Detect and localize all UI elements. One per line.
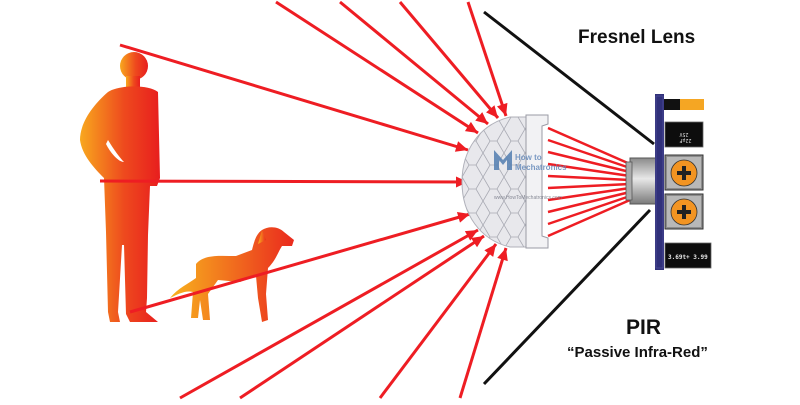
inner-beam-8 bbox=[547, 190, 631, 214]
pir-sensor-board: 22µF 25V 3.69t+ 3.99 bbox=[625, 94, 712, 270]
watermark-line2: Mechatronics bbox=[515, 163, 567, 172]
inner-beam-3 bbox=[547, 150, 631, 174]
watermark-url: www.HowToMechatronics.com bbox=[494, 195, 562, 201]
human-silhouette bbox=[80, 52, 160, 322]
ray-arrowhead-2 bbox=[464, 121, 478, 133]
pir-title: PIR bbox=[626, 316, 662, 339]
ray-arrowhead-7 bbox=[456, 212, 470, 223]
ray-arrowhead-10 bbox=[484, 244, 496, 257]
inner-beam-10 bbox=[547, 198, 631, 238]
ray-3 bbox=[339, 0, 489, 126]
infrared-rays bbox=[99, 0, 508, 400]
ray-7 bbox=[129, 212, 471, 314]
lens-guide-lines bbox=[482, 10, 655, 386]
watermark: How to Mechatronics www.HowToMechatronic… bbox=[494, 150, 567, 201]
capacitor-top bbox=[664, 121, 704, 148]
sensor-can bbox=[629, 157, 657, 205]
ray-arrowhead-4 bbox=[486, 105, 498, 118]
ray-1 bbox=[119, 43, 469, 152]
inner-beam-9 bbox=[547, 194, 631, 226]
potentiometer-1 bbox=[664, 154, 704, 191]
ray-6 bbox=[99, 179, 469, 184]
ray-9 bbox=[239, 234, 485, 400]
ray-arrowhead-1 bbox=[454, 141, 468, 152]
dog-silhouette bbox=[170, 227, 294, 322]
ray-8 bbox=[179, 228, 479, 400]
inner-beam-7 bbox=[547, 186, 631, 202]
potentiometer-2 bbox=[664, 193, 704, 230]
guide-line-bottom bbox=[482, 208, 652, 386]
capacitor-bottom bbox=[664, 242, 712, 269]
ray-5 bbox=[466, 1, 508, 117]
inner-beam-2 bbox=[547, 138, 631, 170]
guide-line-top bbox=[483, 10, 655, 146]
inner-beam-6 bbox=[547, 182, 631, 190]
ray-10 bbox=[378, 243, 498, 399]
lens-flange bbox=[525, 114, 549, 249]
pcb bbox=[655, 94, 664, 270]
capacitor-top-label: 22µF 25V bbox=[676, 131, 691, 143]
lens-title: Fresnel Lens bbox=[578, 27, 696, 48]
ray-arrowhead-3 bbox=[475, 112, 488, 124]
inner-beam-5 bbox=[547, 174, 631, 182]
inner-beam-1 bbox=[547, 126, 631, 166]
ray-arrowhead-8 bbox=[464, 230, 478, 241]
inner-beams bbox=[547, 126, 631, 238]
watermark-line1: How to bbox=[515, 153, 542, 162]
inner-beam-4 bbox=[547, 162, 631, 178]
ray-arrowhead-5 bbox=[496, 102, 508, 116]
pir-subtitle: “Passive Infra-Red” bbox=[567, 344, 708, 361]
ray-4 bbox=[398, 1, 500, 119]
ray-arrowhead-11 bbox=[497, 248, 508, 262]
ray-arrowhead-9 bbox=[470, 236, 484, 248]
ray-2 bbox=[275, 0, 479, 135]
capacitor-bottom-label: 3.69t+ 3.99 bbox=[668, 254, 708, 261]
ray-11 bbox=[458, 247, 508, 399]
